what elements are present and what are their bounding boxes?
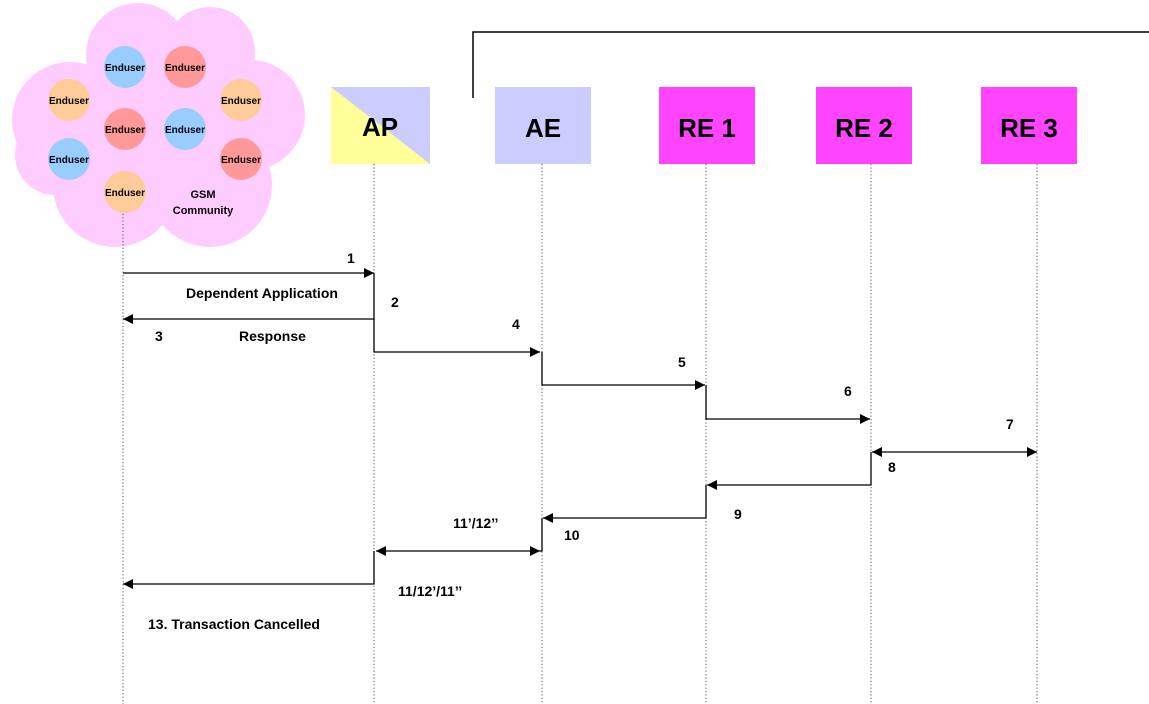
participant-re3: RE 3 <box>981 87 1077 164</box>
participant-re1: RE 1 <box>659 87 755 164</box>
participant-ap: AP <box>331 87 430 164</box>
enduser-node: Enduser <box>164 108 206 150</box>
svg-text:Enduser: Enduser <box>49 155 89 166</box>
community-label-line1: GSM <box>190 189 215 201</box>
svg-text:Enduser: Enduser <box>105 63 145 74</box>
svg-text:Enduser: Enduser <box>165 63 205 74</box>
enduser-node: Enduser <box>48 138 90 180</box>
message-label-response: Response <box>239 328 306 344</box>
svg-text:Enduser: Enduser <box>49 96 89 107</box>
message-arrow-13 <box>123 551 374 584</box>
enduser-node: Enduser <box>220 138 262 180</box>
message-label-7: 7 <box>1006 416 1014 432</box>
message-label-6: 6 <box>844 383 852 399</box>
participant-ae: AE <box>495 87 591 164</box>
svg-text:Enduser: Enduser <box>105 125 145 136</box>
enduser-node: Enduser <box>104 171 146 213</box>
participant-re2-label: RE 2 <box>835 113 893 143</box>
message-label-4: 4 <box>512 316 520 332</box>
enduser-node: Enduser <box>164 46 206 88</box>
participant-re2: RE 2 <box>816 87 912 164</box>
community-label-line2: Community <box>173 205 234 217</box>
enduser-node: Enduser <box>104 46 146 88</box>
message-arrow-8 <box>707 452 871 485</box>
message-label-transaction-cancelled: 13. Transaction Cancelled <box>148 616 320 632</box>
participant-ap-label: AP <box>362 112 398 142</box>
message-label-5: 5 <box>678 354 686 370</box>
message-label-9: 9 <box>734 506 742 522</box>
message-label-8: 8 <box>888 459 896 475</box>
svg-text:Enduser: Enduser <box>165 125 205 136</box>
message-arrow-9 <box>543 485 706 518</box>
message-label-11-12: 11’/12’’ <box>453 515 498 531</box>
participant-re1-label: RE 1 <box>678 113 736 143</box>
message-label-3: 3 <box>155 328 163 344</box>
svg-text:Enduser: Enduser <box>221 96 261 107</box>
enduser-node: Enduser <box>104 108 146 150</box>
enduser-node: Enduser <box>220 79 262 121</box>
message-label-10: 10 <box>564 527 580 543</box>
participant-ae-label: AE <box>525 113 561 143</box>
message-label-2: 2 <box>391 294 399 310</box>
message-label-dependent-application: Dependent Application <box>186 285 338 301</box>
message-arrow-10 <box>540 518 542 551</box>
svg-text:Enduser: Enduser <box>105 188 145 199</box>
enduser-node: Enduser <box>48 79 90 121</box>
message-label-1: 1 <box>347 250 355 266</box>
gsm-community-cloud <box>12 3 305 247</box>
participant-re3-label: RE 3 <box>1000 113 1058 143</box>
message-label-11-12-11: 11/12’/11’’ <box>398 583 462 599</box>
svg-text:Enduser: Enduser <box>221 155 261 166</box>
